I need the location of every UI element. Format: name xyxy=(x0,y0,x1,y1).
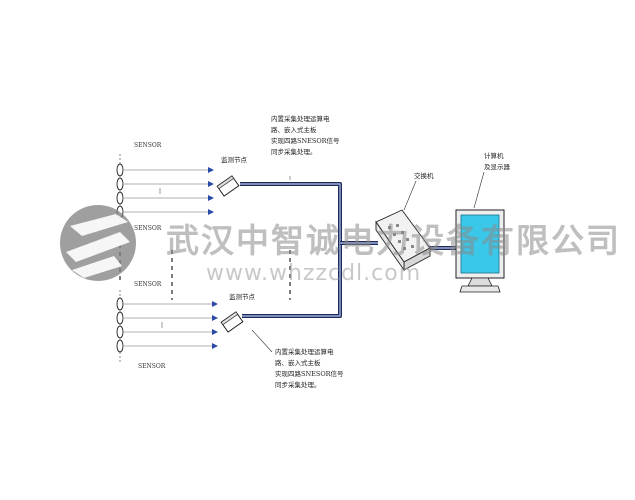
sensor-coil xyxy=(116,297,124,311)
computer-label-line: 及显示器 xyxy=(484,163,511,171)
arrow-icon xyxy=(208,195,214,201)
node-desc-line: 实现四路SNESOR信号 xyxy=(275,369,344,378)
arrow-icon xyxy=(208,181,214,187)
node-desc-line: 路、嵌入式主板 xyxy=(271,125,317,134)
node-description-top: 内置采集处理运算电 路、嵌入式主板 实现四路SNESOR信号 同步采集处理。 xyxy=(271,114,340,156)
switch-icon xyxy=(375,209,431,272)
sensor-group-top: SENSOR SENSOR xyxy=(116,142,214,232)
signal-lines-top xyxy=(124,169,208,213)
callout-line xyxy=(251,329,273,353)
arrow-icon xyxy=(208,167,214,173)
computer-label-line: 计算机 xyxy=(484,151,504,160)
screen xyxy=(460,214,500,274)
sensor-coil xyxy=(116,191,124,205)
monitor-node-top: 监测节点 xyxy=(216,155,248,197)
switch-device: 交换机 xyxy=(375,171,434,272)
company-logo-icon xyxy=(60,205,136,281)
monitor-icon xyxy=(455,209,505,293)
watermark: 武汉中智诚电力设备有限公司 www.whzzcdl.com xyxy=(60,205,621,286)
node-desc-line: 路、嵌入式主板 xyxy=(275,358,321,367)
sensor-group-bottom: SENSOR SENSOR xyxy=(116,281,218,370)
node-desc-line: 同步采集处理。 xyxy=(275,380,321,389)
arrow-icon xyxy=(208,209,214,215)
node-desc-line: 实现四路SNESOR信号 xyxy=(271,136,340,145)
arrow-icon xyxy=(212,343,218,349)
monitor-node-label-bottom: 监测节点 xyxy=(229,292,256,301)
sensor-label-bottom-2: SENSOR xyxy=(138,363,166,370)
monitor-node-label-top: 监测节点 xyxy=(221,155,248,164)
sensor-coil xyxy=(116,339,124,353)
sensor-stack-top xyxy=(116,163,124,219)
switch-label: 交换机 xyxy=(414,171,434,180)
sensor-stack-bottom xyxy=(116,297,124,353)
sensor-label-top-1: SENSOR xyxy=(134,142,162,149)
signal-lines-bottom xyxy=(124,303,212,347)
arrow-icon xyxy=(212,315,218,321)
sensor-coil xyxy=(116,325,124,339)
sensor-coil xyxy=(116,177,124,191)
watermark-url: www.whzzcdl.com xyxy=(206,261,421,286)
arrow-icon xyxy=(212,329,218,335)
sensor-label-bottom-1: SENSOR xyxy=(134,281,162,288)
node-desc-line: 内置采集处理运算电 xyxy=(271,114,330,123)
sensor-label-top-2: SENSOR xyxy=(134,225,162,232)
monitor-node-bottom: 监测节点 xyxy=(220,292,256,333)
arrow-icon xyxy=(212,301,218,307)
monitor-stand xyxy=(459,285,501,293)
sensor-coil xyxy=(116,311,124,325)
node-desc-line: 内置采集处理运算电 xyxy=(275,347,334,356)
computer-device: 计算机 及显示器 xyxy=(455,151,511,293)
node-description-bottom: 内置采集处理运算电 路、嵌入式主板 实现四路SNESOR信号 同步采集处理。 xyxy=(275,347,344,389)
node-desc-line: 同步采集处理。 xyxy=(271,147,317,156)
watermark-company-name: 武汉中智诚电力设备有限公司 xyxy=(166,221,621,260)
sensor-coil xyxy=(116,163,124,177)
